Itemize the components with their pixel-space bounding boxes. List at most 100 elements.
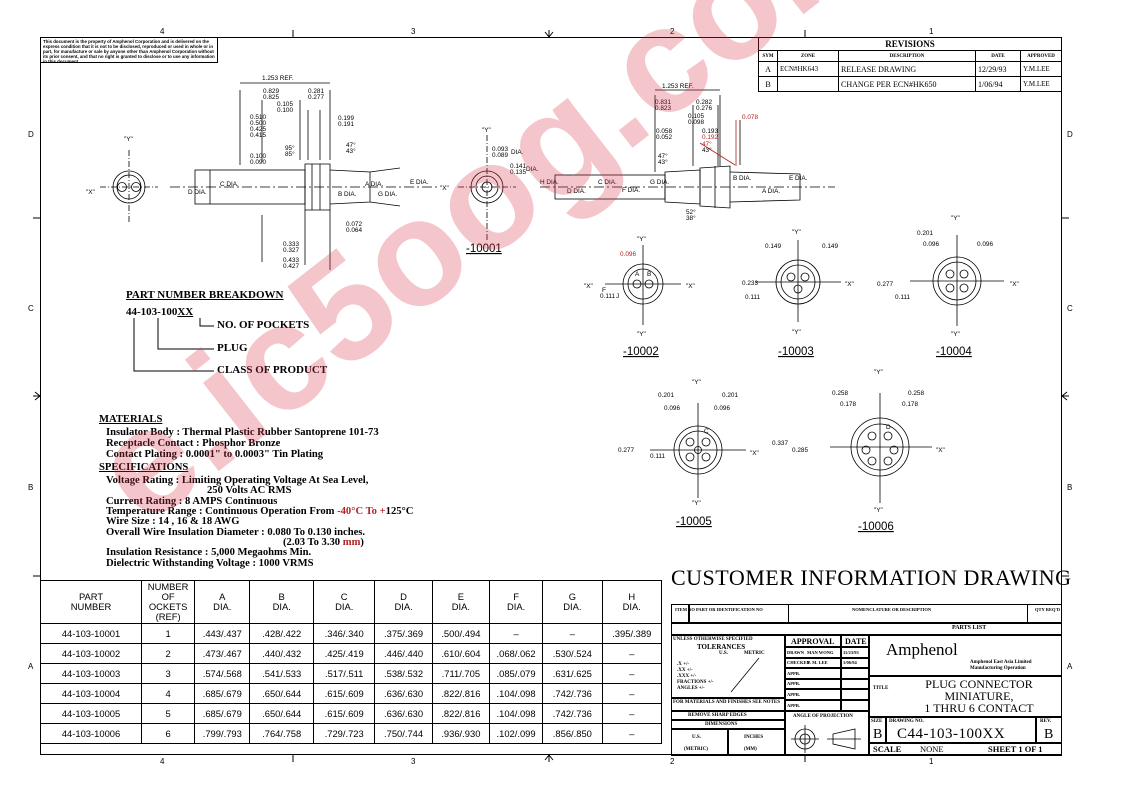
table-cell: .936/.930: [431, 723, 491, 744]
breakdown-number: 44-103-100XX: [126, 306, 193, 318]
dim-text: 0.201: [917, 230, 933, 237]
column-header-line: E: [457, 591, 464, 602]
scale-row: [869, 743, 1062, 756]
column-header-line: NUMBER: [147, 581, 189, 592]
zone-bottom-2: 2: [670, 757, 675, 766]
spec-temperature-max: 125°C: [385, 506, 414, 517]
axis-label: "Y": [124, 136, 133, 143]
column-header-line: C: [340, 591, 348, 602]
approval-role: APPR.: [787, 702, 801, 708]
table-cell: .764/.758: [249, 723, 314, 744]
approval-label: APPROVAL: [791, 637, 835, 646]
approval-role: CHECKED: [787, 660, 810, 666]
dim-text: 0.178: [840, 401, 856, 408]
table-cell: .068/.062: [489, 643, 544, 664]
axis-label: "Y": [792, 329, 801, 336]
breakdown-number-base: 44-103-100: [126, 306, 178, 318]
table-cell: .085/.079: [489, 663, 544, 684]
dim-text: 0.111: [650, 453, 665, 460]
rev-approved: Y.M.LEE: [1020, 76, 1062, 92]
pin-letter: C: [704, 428, 709, 435]
part-id-label: PART OR IDENTIFICATION NO: [696, 607, 763, 612]
company-name: Amphenol: [886, 640, 958, 659]
axis-label: "Y": [951, 331, 960, 338]
column-header-line: G: [568, 591, 576, 602]
axis-label: "Y": [792, 229, 801, 236]
spec-dielectric: Dielectric Withstanding Voltage : 1000 V…: [106, 558, 314, 569]
dim-text: 43°: [702, 146, 712, 154]
table-cell: .750/.744: [374, 723, 433, 744]
column-header-line: PART: [78, 591, 104, 602]
column-header-line: DIA.: [335, 601, 354, 612]
table-cell: .822/.816: [431, 683, 491, 704]
us-label: U.S.: [719, 651, 728, 656]
revision-row: B CHANGE PER ECN#HK650 1/06/94 Y.M.LEE: [758, 76, 1062, 92]
axis-label: "Y": [692, 379, 701, 386]
dim-text: H DIA.: [540, 179, 559, 186]
axis-label: "X": [86, 189, 95, 196]
dim-text: 0.111: [600, 293, 615, 300]
axis-label: "Y": [637, 236, 646, 243]
dim-text: 0.199: [338, 115, 354, 122]
zone-top-1: 1: [929, 27, 934, 36]
units-inches: INCHES: [744, 735, 764, 740]
dim-text: 0.276: [696, 105, 712, 112]
spec-temperature-prefix: Temperature Range : Continuous Operation…: [106, 506, 338, 517]
spec-voltage: Voltage Rating : Limiting Operating Volt…: [106, 475, 369, 486]
approval-row-cell: [785, 668, 841, 679]
column-header-line: D: [400, 591, 407, 602]
spec-insulation-resistance: Insulation Resistance : 5,000 Megaohms M…: [106, 547, 312, 558]
approval-name: MAN WONG: [807, 649, 834, 655]
table-cell: .395/.389: [601, 623, 663, 644]
dim-text: 0.258: [832, 390, 848, 397]
zone-left-a: A: [28, 662, 34, 671]
table-cell: 44-103-10005: [39, 703, 143, 724]
dim-text: 0.089: [492, 152, 508, 159]
tolerance-line: .XXX +/-: [677, 674, 697, 679]
table-cell: .711/.705: [431, 663, 491, 684]
dim-text: 0.333: [283, 241, 299, 248]
table-cell: .742/.736: [542, 683, 603, 704]
dim-text: 0.100: [277, 107, 293, 114]
dim-text: 0.201: [722, 392, 738, 399]
dim-text: D DIA.: [188, 189, 207, 196]
spec-insulation-metric-unit: mm: [342, 537, 361, 548]
callout-10005: -10005: [676, 516, 712, 528]
column-header-line: DIA.: [563, 601, 582, 612]
qty-label: QTY REQ'D: [1035, 607, 1060, 612]
spec-temperature-range: -40°C To +: [337, 506, 386, 517]
dim-text: 0.281: [308, 88, 324, 95]
breakdown-leaders: [133, 318, 214, 372]
dim-text: C DIA.: [598, 179, 617, 186]
table-cell: .729/.723: [312, 723, 376, 744]
dim-text: 0.258: [908, 390, 924, 397]
dim-text: 0.072: [346, 221, 362, 228]
spec-insulation-metric: (2.03 To 3.30 mm): [283, 537, 364, 548]
dim-text: 0.327: [283, 247, 299, 254]
table-cell: 44-103-10006: [39, 723, 143, 744]
breakdown-title: PART NUMBER BREAKDOWN: [126, 289, 284, 301]
title-cell: [869, 676, 1062, 717]
parts-list-bar: [671, 623, 1062, 635]
dim-text: 0.282: [696, 99, 712, 106]
approval-row-cell: [785, 678, 841, 690]
size-value: B: [873, 727, 883, 742]
table-cell: .530/.524: [542, 643, 603, 664]
tolerance-slash: [730, 657, 760, 693]
zone-top-2: 2: [670, 27, 675, 36]
approval-row-cell: [785, 700, 841, 711]
dim-text: 95°: [285, 144, 295, 152]
dim-text: 0.277: [618, 447, 634, 454]
dim-text: 0.337: [772, 440, 788, 447]
metric-label: METRIC: [744, 651, 765, 656]
pin-letter: F: [602, 287, 606, 294]
dim-text: 0.078: [742, 114, 758, 121]
table-cell: 1: [141, 623, 196, 644]
